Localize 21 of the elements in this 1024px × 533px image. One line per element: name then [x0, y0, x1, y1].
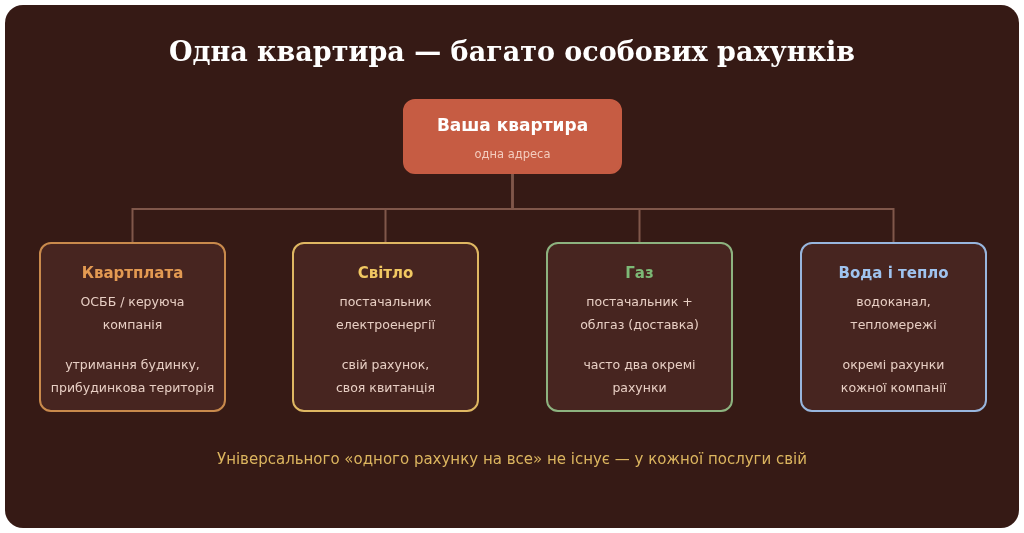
card-text: постачальник + облгаз (доставка) [579, 293, 700, 334]
card-text: окремі рахунки кожної компанії [839, 356, 948, 397]
card-heading: Газ [625, 263, 654, 284]
box-heading: Ваша квартира [436, 114, 589, 136]
category-card [546, 242, 733, 412]
card-heading: Вода і тепло [838, 263, 949, 284]
card-text: часто два окремі рахунки [582, 356, 697, 397]
diagram-title: Одна квартира — багато особових рахунків [167, 35, 857, 69]
apartment-box [403, 99, 622, 174]
footnote-text: Універсального «одного рахунку на все» не існує — у кожної послуги свій [217, 450, 807, 468]
category-card [292, 242, 479, 412]
card-text: водоканал, тепломережі [849, 293, 938, 334]
card-heading: Квартплата [81, 263, 184, 284]
card-text: свій рахунок, своя квитанція [334, 356, 436, 397]
card-text: постачальник електроенергії [335, 293, 436, 334]
box-subtitle: одна адреса [474, 146, 551, 163]
card-heading: Світло [357, 263, 414, 284]
category-card [800, 242, 987, 412]
category-card [39, 242, 226, 412]
card-text: утримання будинку, прибудинкова територія [49, 356, 216, 397]
card-text: ОСББ / керуюча компанія [79, 293, 186, 334]
